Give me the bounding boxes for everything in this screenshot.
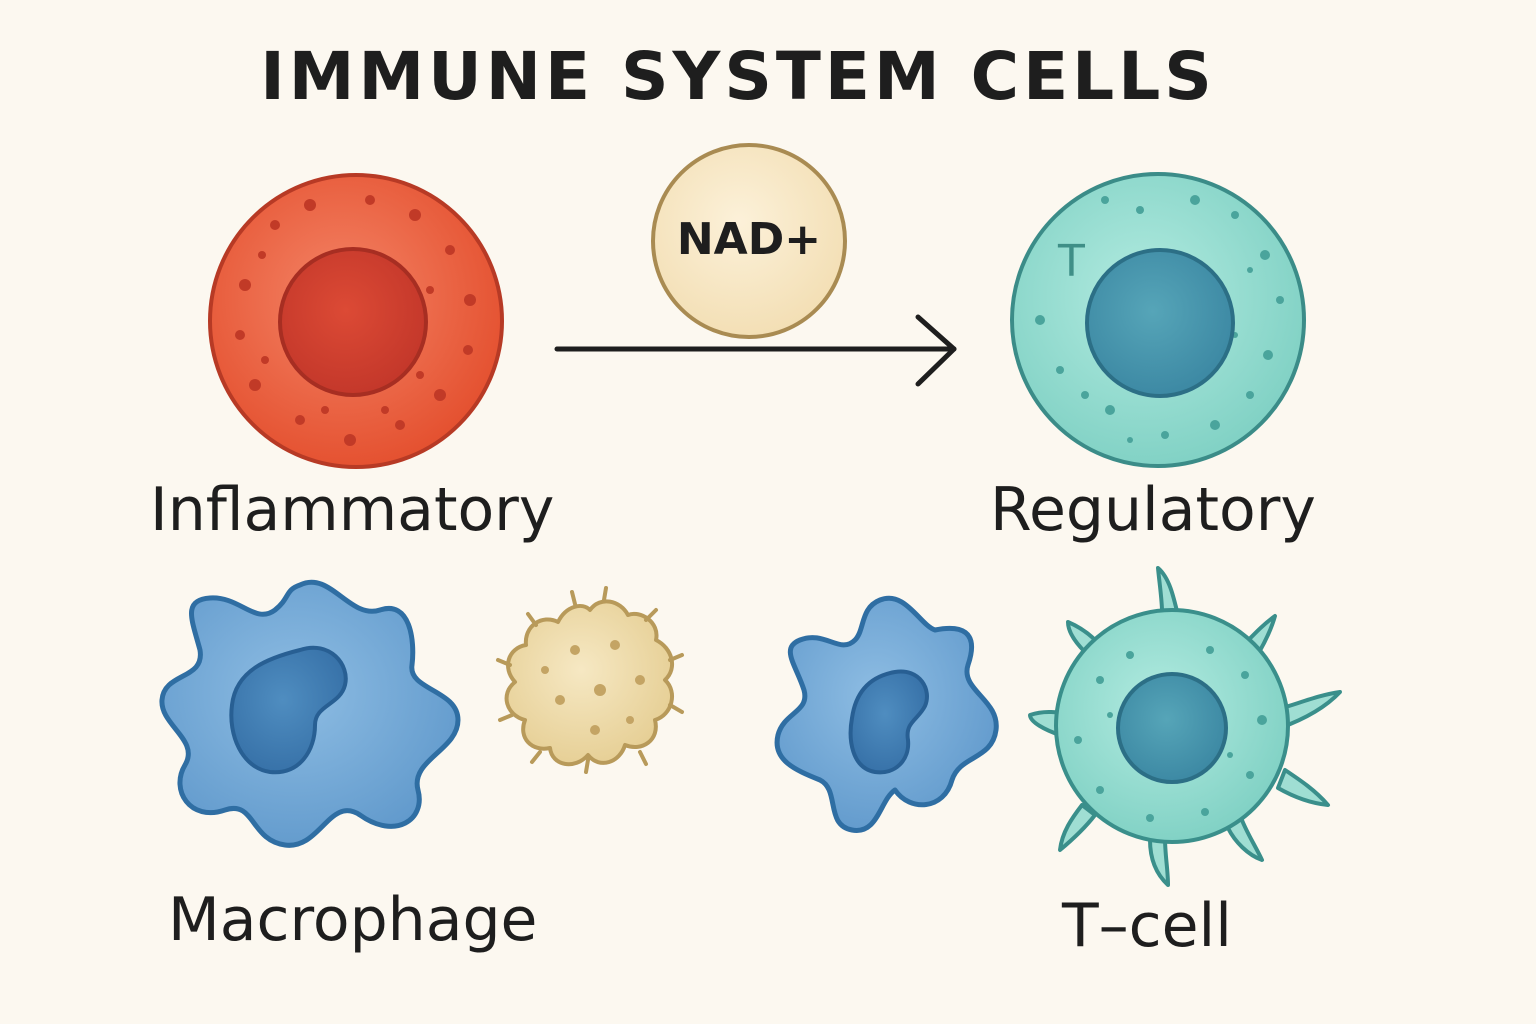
inflammatory-label: Inflammatory [150,475,555,545]
regulatory-cell [1010,172,1306,468]
macrophage-label: Macrophage [168,885,538,955]
regulatory-label: Regulatory [990,475,1316,545]
regulatory-t-marker: T [1058,236,1085,287]
nad-molecule [651,143,847,339]
macrophage-cell [159,579,461,848]
amoeboid-cell [774,595,999,833]
conversion-arrow [554,314,957,387]
inflammatory-granules [235,195,476,446]
t-cell [1028,566,1342,887]
nad-label: NAD+ [676,214,822,265]
inflammatory-cell [208,173,504,469]
tcell-label: T–cell [1062,891,1232,961]
regulatory-granules [1035,195,1284,443]
diagram-title: IMMUNE SYSTEM CELLS [260,38,1216,115]
pathogen-particle [496,586,684,774]
